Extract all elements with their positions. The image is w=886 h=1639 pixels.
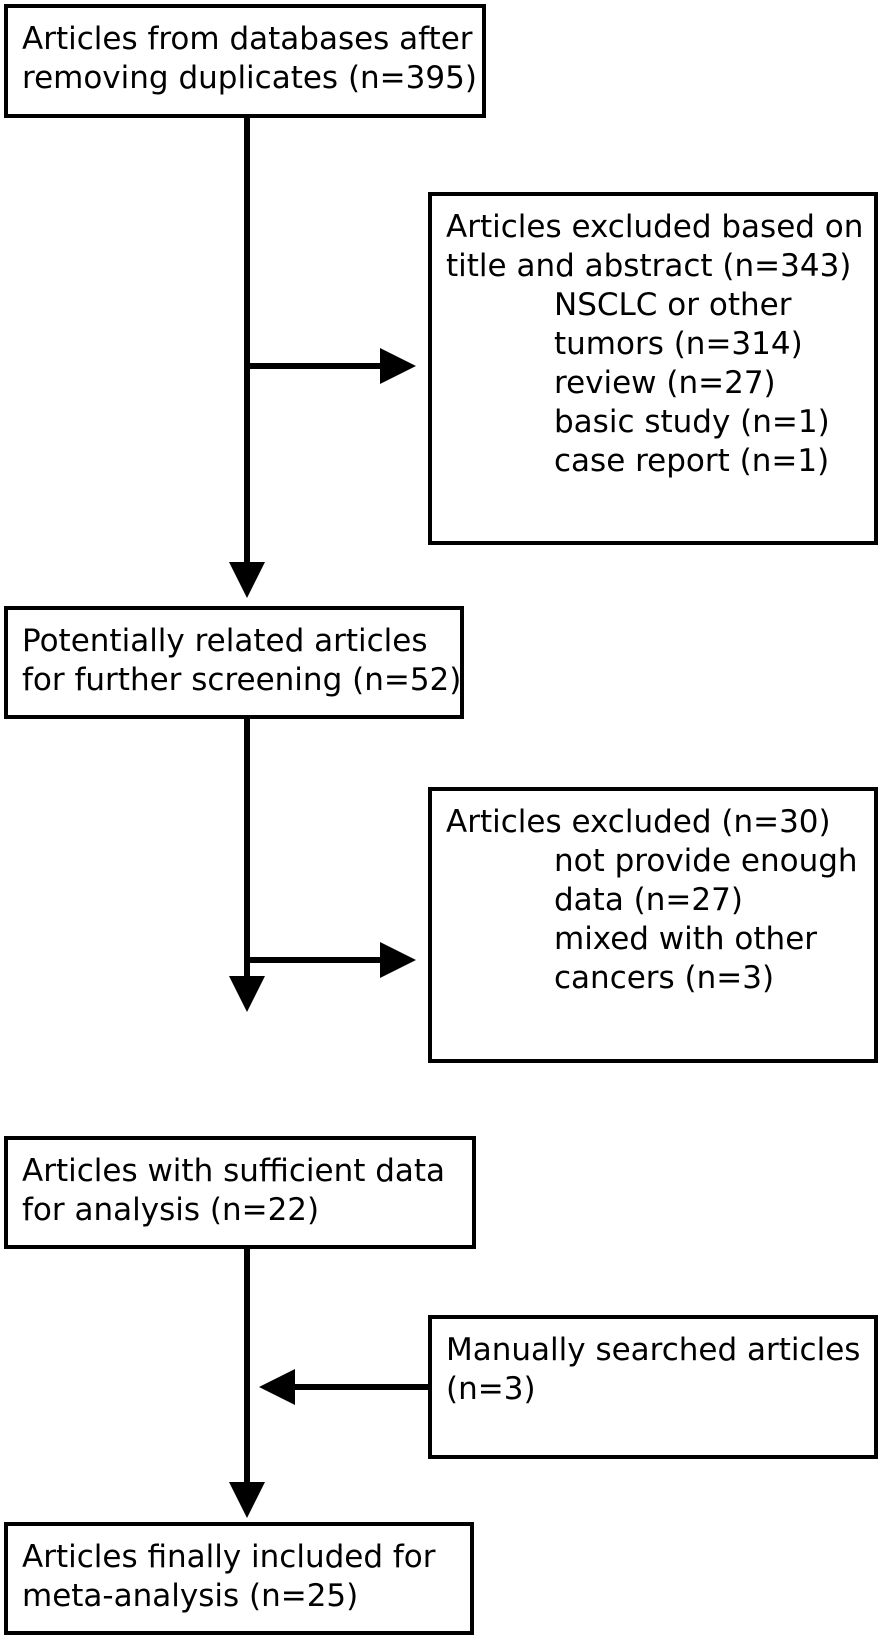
sufficient-line-2: for analysis (n=22): [22, 1192, 320, 1228]
potential-line-2: for further screening (n=52): [22, 662, 462, 698]
excluded2-line-1: Articles excluded (n=30): [446, 804, 831, 840]
excluded1-sub-3: review (n=27): [554, 365, 776, 401]
excluded1-sub-2: tumors (n=314): [554, 326, 803, 362]
sufficient-line-1: Articles with sufficient data: [22, 1153, 446, 1189]
excluded1-line-1: Articles excluded based on: [446, 209, 864, 245]
excluded2-sub-1: not provide enough: [554, 843, 858, 879]
box-potentially-related: Potentially related articles for further…: [4, 606, 464, 719]
excluded1-sub-4: basic study (n=1): [554, 404, 830, 440]
excluded1-sub-1: NSCLC or other: [554, 287, 792, 323]
final-line-2: meta-analysis (n=25): [22, 1578, 359, 1614]
excluded1-sub-5: case report (n=1): [554, 443, 830, 479]
excluded1-line-2: title and abstract (n=343): [446, 248, 852, 284]
potential-line-1: Potentially related articles: [22, 623, 428, 659]
box-sufficient-data: Articles with sufficient data for analys…: [4, 1136, 476, 1249]
box-excluded-data: Articles excluded (n=30) not provide eno…: [428, 787, 878, 1063]
box-manually-searched: Manually searched articles (n=3): [428, 1315, 878, 1459]
box-databases: Articles from databases after removing d…: [4, 4, 486, 118]
excluded2-sub-3: mixed with other: [554, 921, 818, 957]
excluded2-sub-4: cancers (n=3): [554, 960, 775, 996]
box-finally-included: Articles finally included for meta-analy…: [4, 1522, 474, 1635]
final-line-1: Articles finally included for: [22, 1539, 436, 1575]
manual-line-2: (n=3): [446, 1371, 536, 1407]
excluded2-sub-2: data (n=27): [554, 882, 743, 918]
box-excluded-title-abstract: Articles excluded based on title and abs…: [428, 192, 878, 545]
manual-line-1: Manually searched articles: [446, 1332, 861, 1368]
box-databases-line-2: removing duplicates (n=395): [22, 60, 477, 96]
box-databases-line-1: Articles from databases after: [22, 21, 473, 57]
